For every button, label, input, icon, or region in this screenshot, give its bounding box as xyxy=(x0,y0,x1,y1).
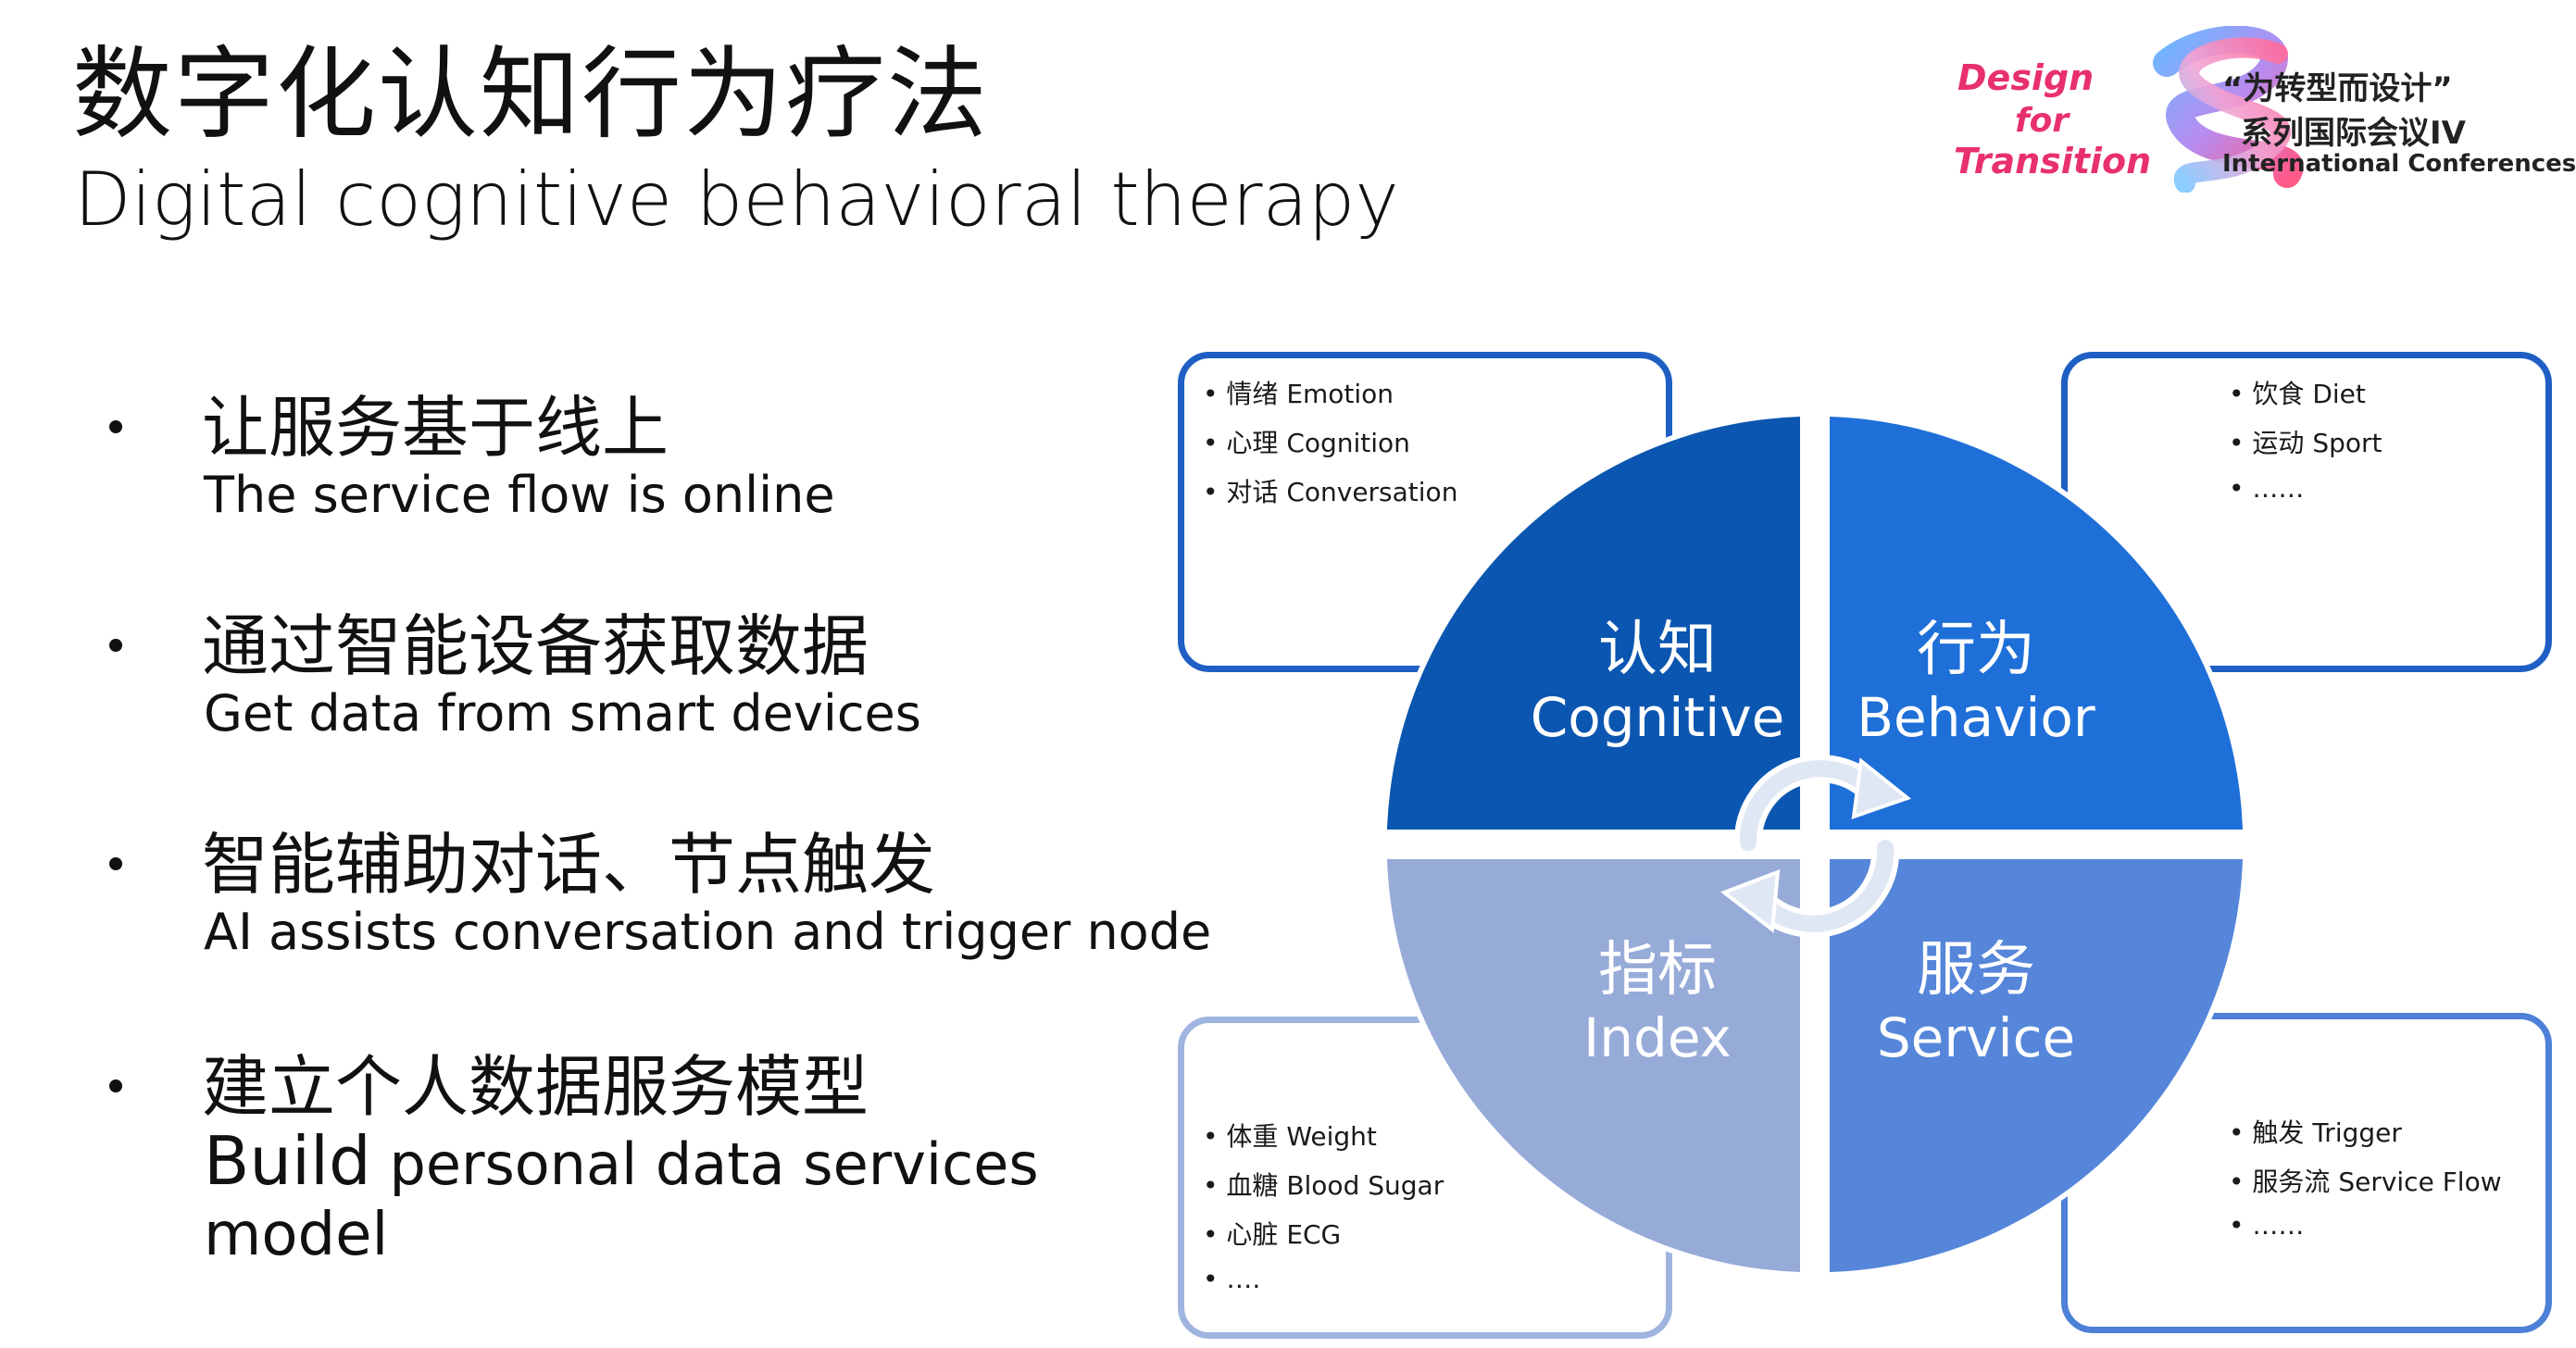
quadrant-label-zh: 指标 xyxy=(1598,936,1717,1005)
bullet-text-en-strong: Build xyxy=(204,1122,371,1200)
bullet-text-en-line2: model xyxy=(204,1201,389,1269)
logo-design-text: Design xyxy=(1957,57,2095,98)
list-item: • 服务流 Service Flow xyxy=(2229,1167,2502,1197)
bullet-text-zh: 让服务基于线上 xyxy=(202,389,669,467)
list-item: • …. xyxy=(1203,1264,1261,1294)
quadrant-service xyxy=(1830,859,2243,1272)
bullet-text-zh: 建立个人数据服务模型 xyxy=(202,1048,869,1126)
page-title: 数字化认知行为疗法 xyxy=(72,37,990,153)
quadrant-label-en: Service xyxy=(1876,1006,2076,1069)
bullet-dot-icon xyxy=(109,1080,122,1092)
quadrant-label-index: 指标 Index xyxy=(1519,935,1796,1070)
list-item: • 体重 Weight xyxy=(1203,1121,1377,1152)
logo-for-text: for xyxy=(2015,102,2070,140)
page-subtitle: Digital cognitive behavioral therapy xyxy=(74,156,1399,243)
list-item: • …… xyxy=(2229,1210,2305,1241)
list-item: • 心脏 ECG xyxy=(1203,1219,1342,1250)
quadrant-label-zh: 服务 xyxy=(1917,936,2035,1005)
quadrant-label-service: 服务 Service xyxy=(1837,935,2115,1070)
list-item: • 情绪 Emotion xyxy=(1203,379,1394,409)
quadrant-label-en: Cognitive xyxy=(1530,686,1785,749)
cycle-arrows-icon xyxy=(1719,755,1912,938)
bullet-dot-icon xyxy=(109,420,122,433)
logo-conference-en: International Conferences IV xyxy=(2222,150,2576,178)
list-item: • …… xyxy=(2229,473,2305,504)
quadrant-label-cognitive: 认知 Cognitive xyxy=(1519,615,1796,750)
quadrant-index xyxy=(1387,859,1800,1272)
bullet-text-zh: 通过智能设备获取数据 xyxy=(202,607,869,685)
logo-conference-zh-2: 系列国际会议IV xyxy=(2241,115,2466,152)
bullet-text-en: Get data from smart devices xyxy=(204,684,921,743)
bullet-text-en: AI assists conversation and trigger node xyxy=(204,903,1212,961)
list-item: • 血糖 Blood Sugar xyxy=(1203,1170,1444,1201)
list-item: • 触发 Trigger xyxy=(2229,1117,2402,1148)
quadrant-label-zh: 认知 xyxy=(1598,616,1717,684)
helix-logo-icon xyxy=(2153,26,2304,193)
quadrant-cognitive xyxy=(1387,417,1800,830)
list-item: • 运动 Sport xyxy=(2229,428,2382,458)
bullet-dot-icon xyxy=(109,857,122,870)
logo-conference-zh-1: “为转型而设计” xyxy=(2222,70,2453,107)
quadrant-circle-diagram xyxy=(1382,411,2248,1278)
bullet-dot-icon xyxy=(109,639,122,652)
bullet-text-en-rest: personal data services xyxy=(370,1130,1039,1198)
quadrant-label-zh: 行为 xyxy=(1917,616,2035,684)
bullet-text-en: Build personal data services model xyxy=(204,1126,1176,1270)
quadrant-label-behavior: 行为 Behavior xyxy=(1837,615,2115,750)
bullet-text-zh: 智能辅助对话、节点触发 xyxy=(202,826,936,904)
conference-logo: Design for Transition “为转型而设计” 系列国际会议IV … xyxy=(1945,26,2576,193)
list-item: • 对话 Conversation xyxy=(1203,477,1458,507)
quadrant-label-en: Behavior xyxy=(1857,686,2095,749)
quadrant-label-en: Index xyxy=(1583,1006,1732,1069)
quadrant-behavior xyxy=(1830,417,2243,830)
logo-transition-text: Transition xyxy=(1954,141,2152,181)
bullet-text-en: The service flow is online xyxy=(204,466,835,524)
list-item: • 心理 Cognition xyxy=(1203,428,1410,458)
circle-backdrop xyxy=(1382,411,2248,1278)
list-item: • 饮食 Diet xyxy=(2229,379,2366,409)
